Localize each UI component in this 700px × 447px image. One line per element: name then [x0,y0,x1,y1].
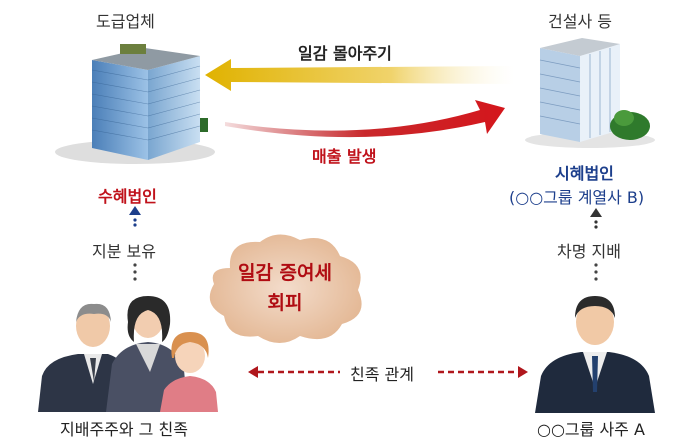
dotted-arrow-up-icon [590,208,602,229]
beneficiary-corp-label: 수혜법인 [98,187,157,206]
kinship-dashed-arrow-icon [248,366,528,378]
red-arrow-right-icon [225,100,505,138]
businessman-icon [535,296,655,413]
dotted-line-icon [594,263,598,281]
construction-top-label: 건설사 등 [548,12,612,31]
construction-building-icon [525,38,655,148]
cloud-line1: 일감 증여세 [237,262,332,284]
group-owner-label: ○○그룹 사주 A [537,420,645,439]
gift-tax-avoidance-text: 일감 증여세 회피 [200,258,370,318]
nominee-control-label: 차명 지배 [557,242,621,261]
benefactor-corp-label: 시혜법인 [555,164,614,183]
cloud-line2: 회피 [267,292,303,314]
work-concentration-label: 일감 몰아주기 [298,44,392,63]
controlling-shareholders-label: 지배주주와 그 친족 [60,420,188,439]
kinship-label: 친족 관계 [350,365,414,384]
yellow-arrow-left-icon [205,59,515,91]
office-building-icon [55,44,215,164]
benefactor-corp-sublabel: (○○그룹 계열사 B) [509,188,645,207]
contractor-top-label: 도급업체 [96,12,155,31]
sales-generated-label: 매출 발생 [312,147,377,166]
share-holding-label: 지분 보유 [92,242,156,261]
dotted-line-icon [133,263,137,281]
dotted-arrow-up-icon [129,206,141,227]
family-people-icon [38,296,218,412]
cloud-shape [209,234,362,343]
